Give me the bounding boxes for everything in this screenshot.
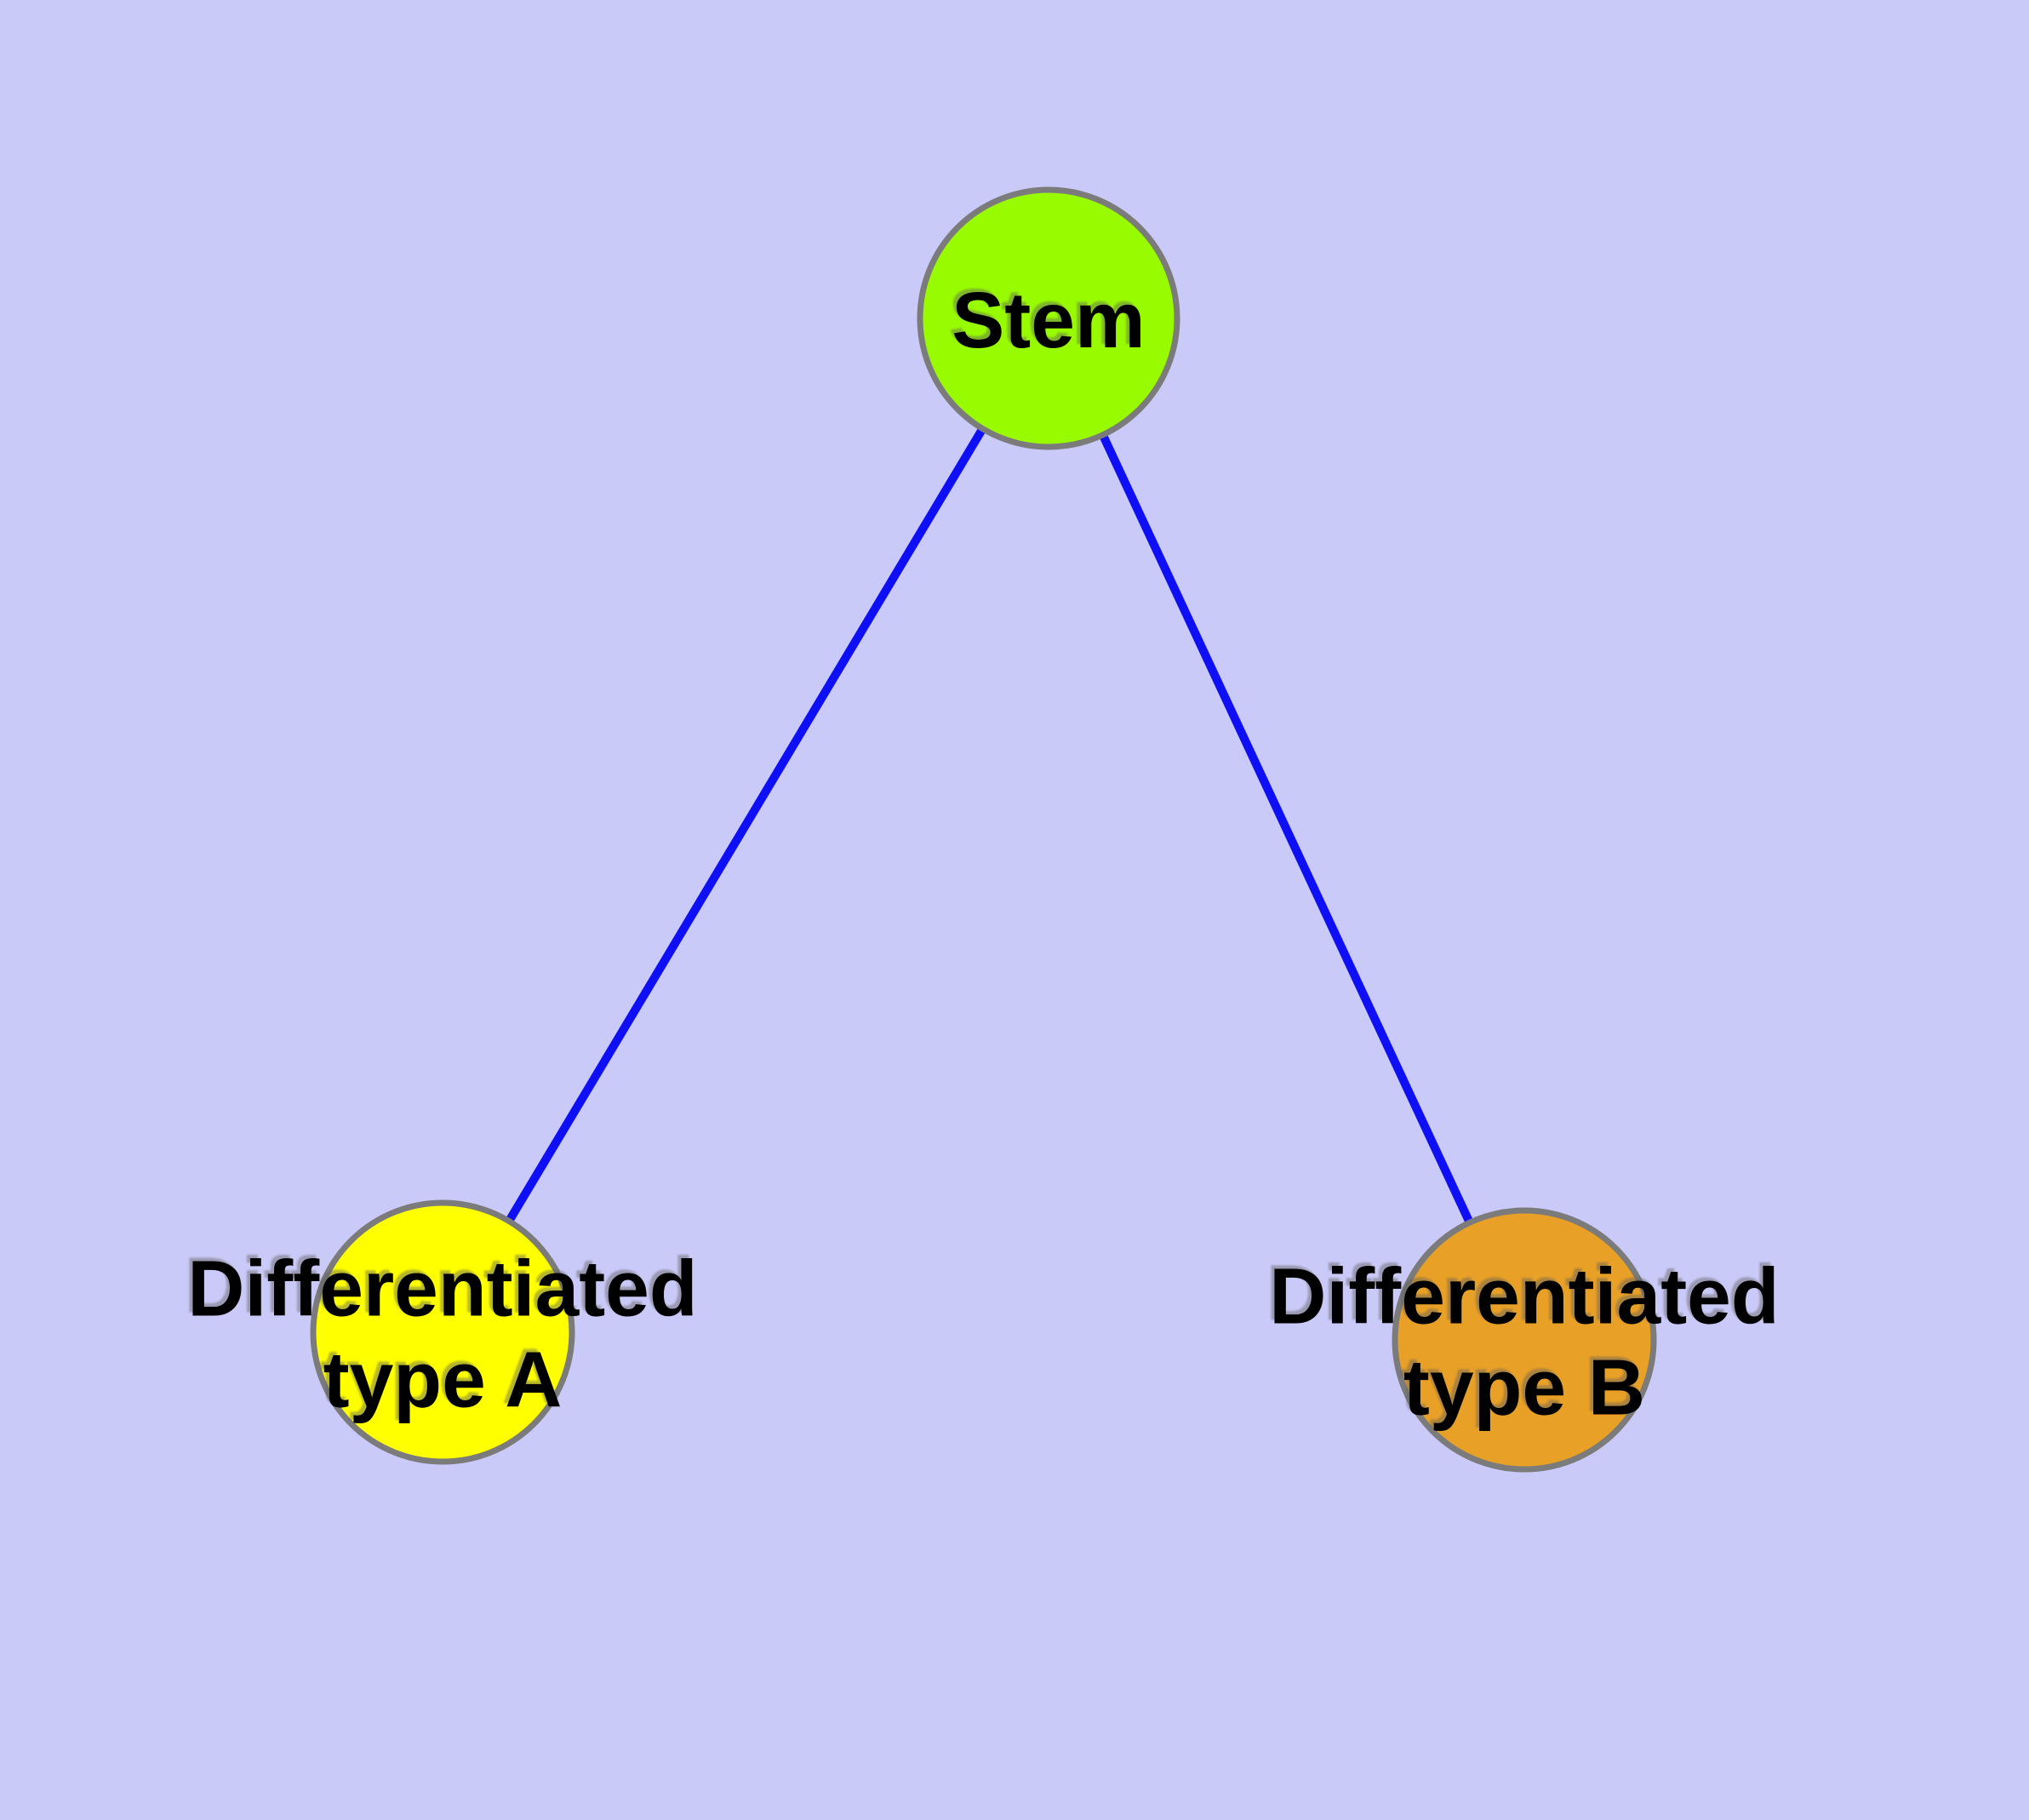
node-typeA-label-line-1: Differentiated — [187, 1245, 697, 1333]
node-stem-label: Stem — [952, 276, 1145, 364]
node-stem-label-line-1: Stem — [952, 276, 1145, 364]
node-typeA-circle — [310, 1199, 575, 1465]
node-typeB-label-line-1: Differentiated — [1269, 1252, 1779, 1341]
node-stem-circle — [917, 186, 1180, 450]
node-typeA-label-line-2: type A — [323, 1336, 563, 1424]
edge-stem-typeB — [1044, 316, 1529, 1342]
node-typeB-circle — [1392, 1207, 1657, 1473]
node-typeB-label-line-2: type B — [1403, 1343, 1645, 1432]
edge-stem-typeA — [438, 316, 1053, 1335]
